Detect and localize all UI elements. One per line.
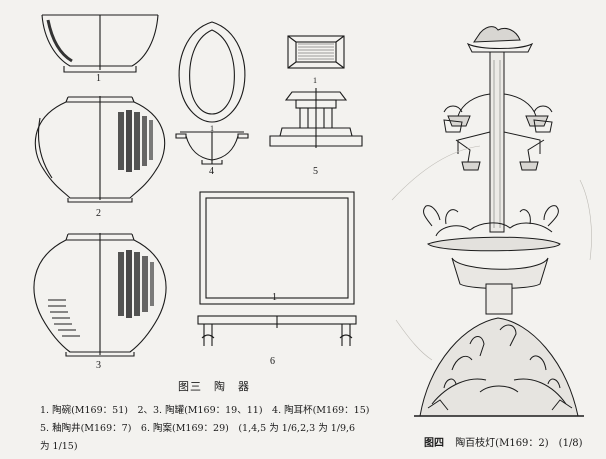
- item-number: 1: [96, 73, 101, 84]
- ear-cup-top-drawing: [178, 21, 246, 123]
- item-number: 5: [313, 166, 318, 177]
- figure4-caption-text: 陶百枝灯(M169：2) (1/8): [455, 438, 583, 449]
- figure3-caption-line: 为 1/15): [40, 441, 78, 452]
- tray-table-side-drawing: [197, 315, 357, 346]
- jar-drawing: [34, 96, 166, 203]
- figure4-caption: 图四 陶百枝灯(M169：2) (1/8): [424, 434, 583, 449]
- well-side-drawing: [269, 88, 363, 148]
- jar2-drawing: [33, 233, 167, 357]
- item-number: 2: [96, 208, 101, 219]
- figure3-title: 图三 陶 器: [178, 380, 250, 393]
- figure3-caption-line: 1. 陶碗(M169：51) 2、3. 陶罐(M169：19、11) 4. 陶耳…: [40, 405, 370, 416]
- well-top-hatch: [298, 43, 334, 60]
- item-number: 6: [270, 356, 275, 367]
- item-number: 3: [96, 360, 101, 371]
- bowl-drawing: [41, 14, 159, 73]
- well-top-drawing: [287, 35, 345, 69]
- sub-view-number: 1: [272, 292, 277, 303]
- jar2-texture: [118, 250, 154, 318]
- figure4-caption-label: 图四: [424, 438, 444, 449]
- tray-table-top-drawing: [199, 191, 355, 305]
- item-number: 4: [209, 166, 214, 177]
- sub-view-number: 1: [313, 76, 317, 85]
- ear-cup-side-drawing: [175, 131, 249, 165]
- sub-view-number: 1: [210, 124, 214, 133]
- jar-texture: [118, 110, 153, 172]
- figure3-caption-line: 5. 釉陶井(M169：7) 6. 陶案(M169：29) (1,4,5 为 1…: [40, 423, 356, 434]
